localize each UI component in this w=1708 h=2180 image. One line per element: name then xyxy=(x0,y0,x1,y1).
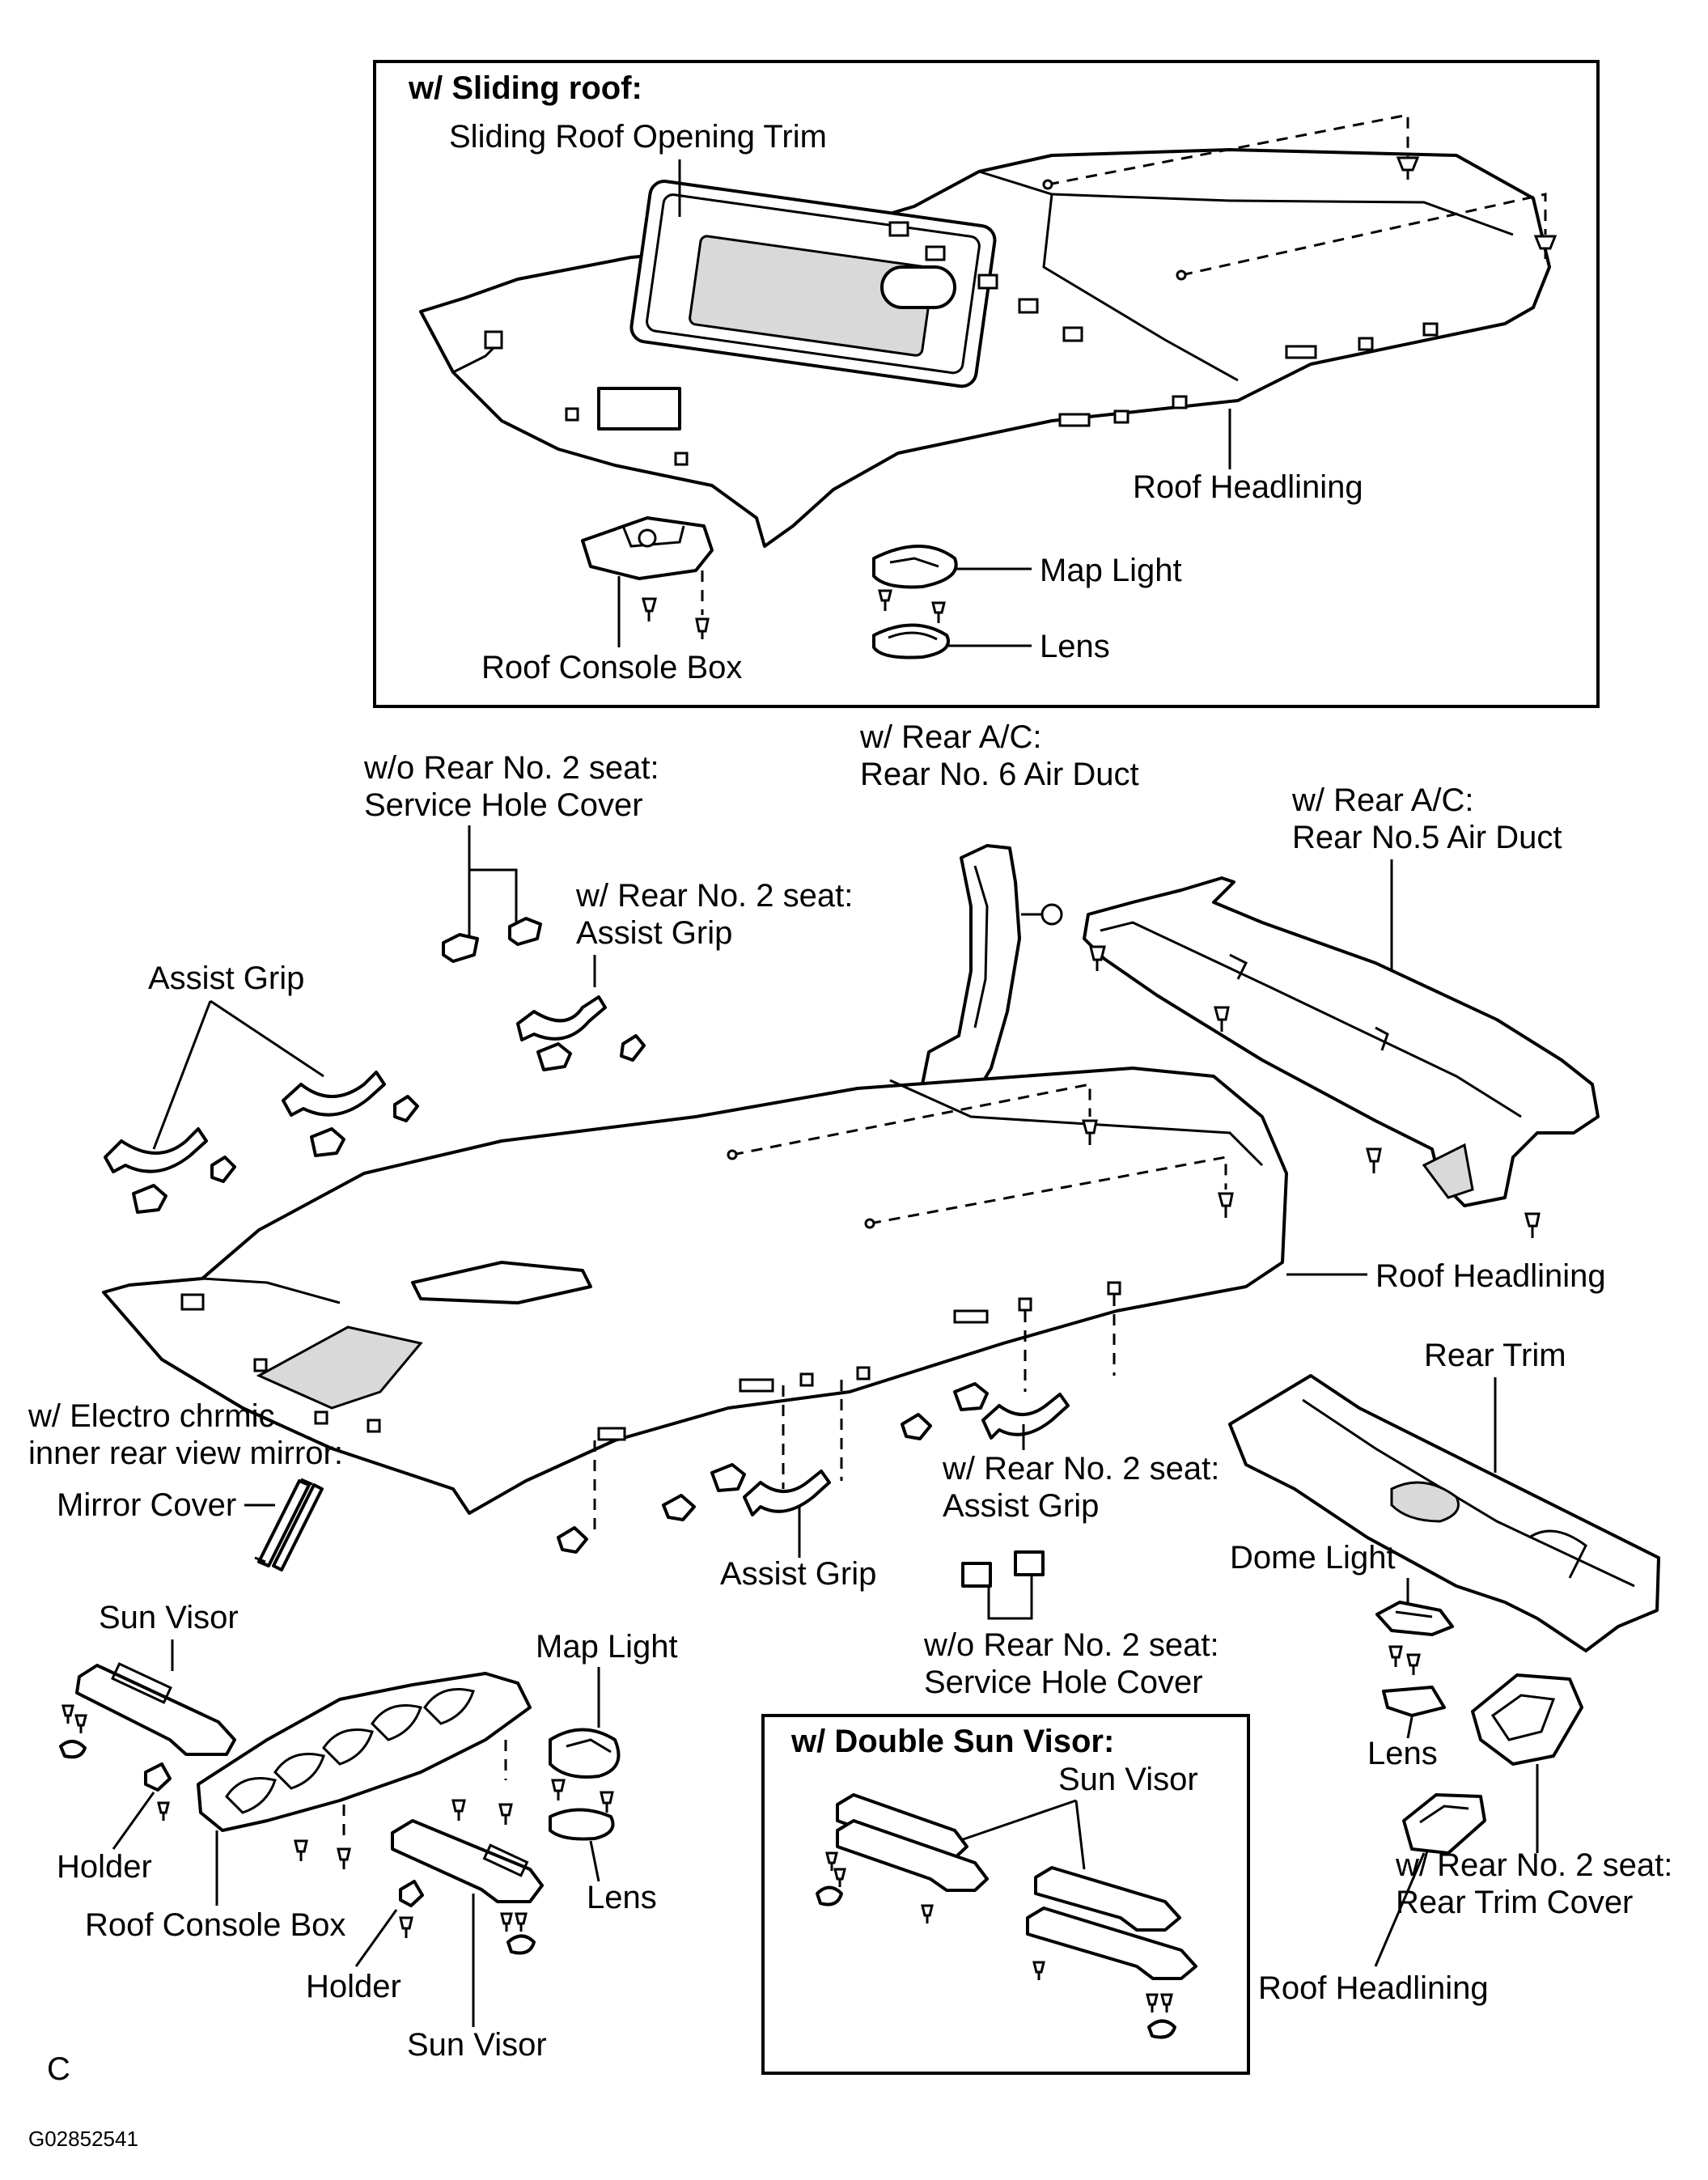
map-light-bottom xyxy=(549,1728,621,1841)
footer-figure-code: G02852541 xyxy=(28,2127,138,2151)
roof-console-box-top xyxy=(581,516,714,639)
label-service-hole-cover-top-2: Service Hole Cover xyxy=(364,787,643,823)
assist-grip-rear-top-group: w/ Rear No. 2 seat: Assist Grip xyxy=(516,878,853,1071)
label-sun-visor-bottom: Sun Visor xyxy=(407,2027,547,2063)
roof-headlining-sliding xyxy=(419,148,1551,548)
footer-corner-letter: C xyxy=(47,2051,70,2087)
assist-grip-center xyxy=(557,1382,1070,1554)
label-assist-grip-rear-bottom-2: Assist Grip xyxy=(943,1488,1099,1524)
label-roof-console-box-top: Roof Console Box xyxy=(481,650,742,685)
label-roof-headlining-top: Roof Headlining xyxy=(1133,469,1363,505)
label-rear-trim-cover-2: Rear Trim Cover xyxy=(1396,1885,1633,1920)
roof-console-box-bottom xyxy=(197,1672,532,1869)
label-air-duct-6-1: w/ Rear A/C: xyxy=(859,719,1042,755)
double-sun-visor-frame xyxy=(761,1714,1250,2075)
label-assist-grip-rear-top-1: w/ Rear No. 2 seat: xyxy=(575,878,853,914)
label-assist-grip-left: Assist Grip xyxy=(148,961,304,996)
roof-headlining-main xyxy=(102,1067,1288,1533)
label-sun-visor-double: Sun Visor xyxy=(1058,1762,1198,1797)
label-service-hole-cover-top-1: w/o Rear No. 2 seat: xyxy=(363,750,659,786)
rear-trim-cover xyxy=(1471,1673,1583,1766)
assist-grip-left-group: Assist Grip xyxy=(104,961,419,1214)
label-lens-bottom: Lens xyxy=(587,1880,657,1915)
holder-left xyxy=(144,1762,172,1821)
label-assist-grip-rear-top-2: Assist Grip xyxy=(576,915,732,951)
label-sun-visor-left: Sun Visor xyxy=(99,1600,239,1635)
label-dome-light: Dome Light xyxy=(1230,1540,1396,1576)
label-electrochromic-1: w/ Electro chrmic xyxy=(28,1398,275,1434)
label-lens-right: Lens xyxy=(1367,1736,1438,1771)
holder-bottom xyxy=(399,1880,424,1938)
label-service-hole-cover-bottom-2: Service Hole Cover xyxy=(924,1665,1203,1700)
map-light-top xyxy=(872,545,958,660)
sliding-roof-header: w/ Sliding roof: xyxy=(408,70,642,106)
label-lens-top: Lens xyxy=(1040,629,1110,664)
sun-visor-bottom xyxy=(391,1819,544,1955)
label-air-duct-6-2: Rear No. 6 Air Duct xyxy=(860,757,1139,792)
label-roof-headlining-main: Roof Headlining xyxy=(1375,1258,1606,1294)
label-service-hole-cover-bottom-1: w/o Rear No. 2 seat: xyxy=(923,1627,1219,1663)
label-map-light-top: Map Light xyxy=(1040,553,1182,588)
label-mirror-cover: Mirror Cover xyxy=(57,1487,236,1523)
label-assist-grip-rear-bottom-1: w/ Rear No. 2 seat: xyxy=(942,1451,1219,1487)
sliding-roof-section: w/ Sliding roof: Sliding xyxy=(373,60,1600,708)
label-roof-headlining-small: Roof Headlining xyxy=(1258,1970,1489,2006)
service-hole-cover-bottom xyxy=(961,1550,1045,1620)
rear-air-duct-5: w/ Rear A/C: Rear No.5 Air Duct xyxy=(1083,783,1600,1238)
sliding-roof-frame xyxy=(373,60,1600,708)
roof-headlining-small xyxy=(1402,1793,1486,1855)
label-holder-bottom: Holder xyxy=(306,1969,401,2004)
double-sun-visor-header: w/ Double Sun Visor: xyxy=(790,1724,1114,1759)
label-air-duct-5-1: w/ Rear A/C: xyxy=(1291,783,1474,818)
label-air-duct-5-2: Rear No.5 Air Duct xyxy=(1292,820,1562,855)
service-hole-cover-top-group: w/o Rear No. 2 seat: Service Hole Cover xyxy=(363,750,659,963)
dome-light xyxy=(1375,1601,1454,1717)
label-assist-grip-center: Assist Grip xyxy=(720,1556,876,1592)
label-map-light-bottom: Map Light xyxy=(536,1629,678,1665)
rear-trim xyxy=(1228,1374,1660,1652)
rear-air-duct-6: w/ Rear A/C: Rear No. 6 Air Duct xyxy=(859,719,1139,1094)
label-sliding-roof-opening-trim: Sliding Roof Opening Trim xyxy=(449,119,827,155)
label-electrochromic-2: inner rear view mirror: xyxy=(28,1436,343,1471)
label-holder-left: Holder xyxy=(57,1849,152,1885)
mirror-cover xyxy=(254,1478,324,1571)
label-rear-trim: Rear Trim xyxy=(1424,1338,1566,1373)
double-sun-visor-section: w/ Double Sun Visor: Sun Visor xyxy=(761,1714,1250,2075)
label-roof-console-box-bottom: Roof Console Box xyxy=(85,1907,345,1943)
sun-visor-left xyxy=(59,1662,236,1759)
